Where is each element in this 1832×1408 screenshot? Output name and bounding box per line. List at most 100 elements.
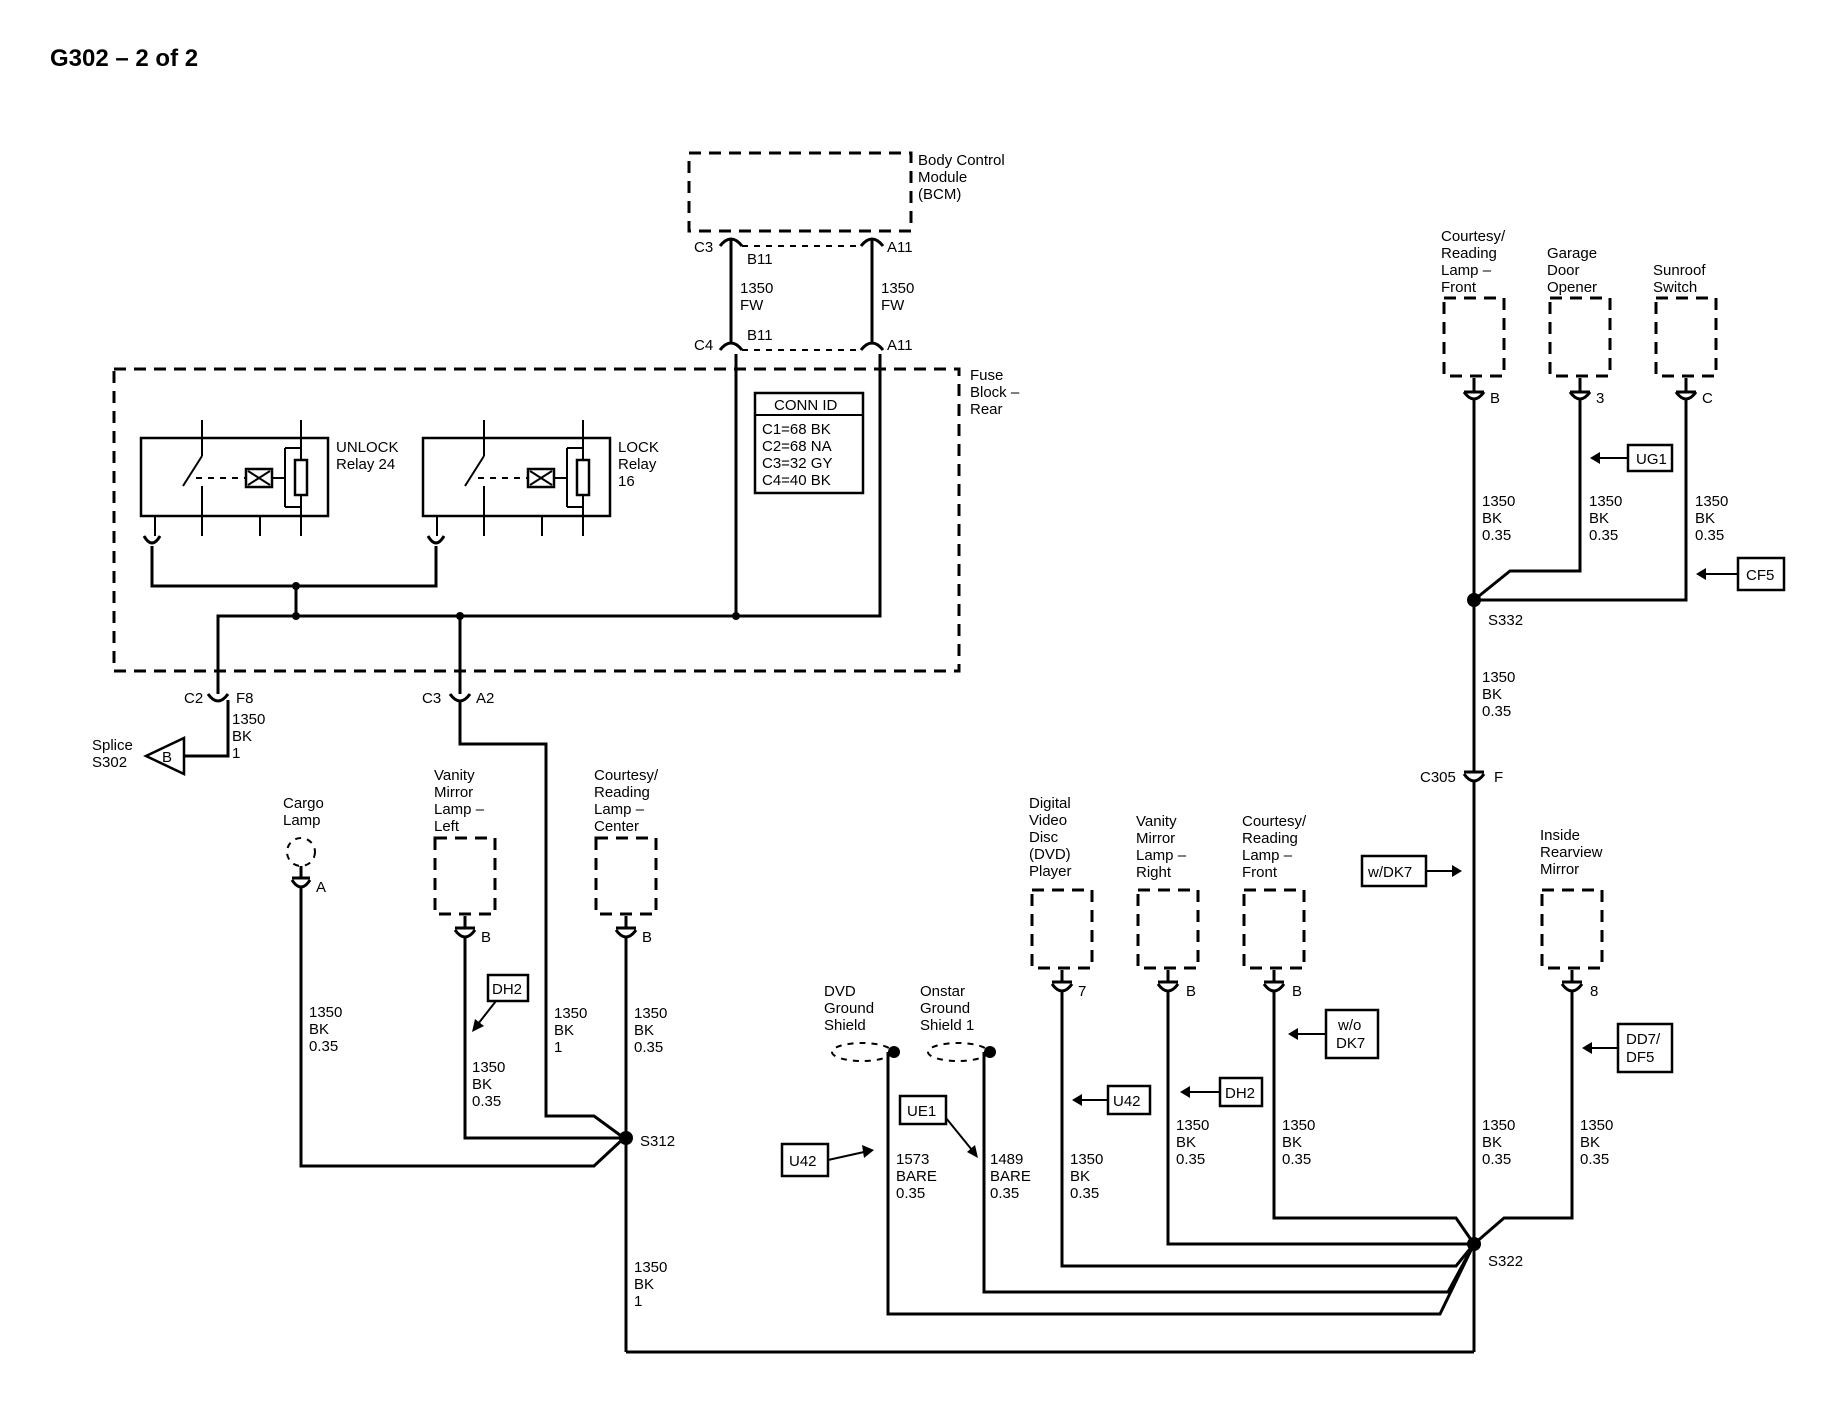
svg-text:Mirror: Mirror [434,784,473,801]
pin-label-8-mirror: 8 [1590,983,1598,1000]
connector-label-c2: C2 [184,690,203,707]
wire-label-sunroof: 1350 BK 0.35 [1695,493,1728,544]
tag-ug1-text: UG1 [1636,451,1667,468]
pin-label-a11: A11 [887,239,913,256]
conn-id-box [753,391,865,495]
pin-label-3-garage: 3 [1596,390,1604,407]
svg-text:1: 1 [232,745,240,762]
svg-text:Relay: Relay [618,456,657,473]
svg-text:1350: 1350 [554,1005,587,1022]
splice-label-s332: S332 [1488,612,1523,629]
svg-text:BK: BK [1482,686,1502,703]
junction-bus-b [732,612,740,620]
fuse-block-label: Fuse Block – Rear [970,367,1020,418]
dvd-player-box [1030,888,1094,970]
lock-relay-label: LOCK Relay 16 [618,439,659,490]
tag-dh2-left [486,973,530,1003]
inside-mirror-box [1540,888,1604,970]
svg-text:0.35: 0.35 [1070,1185,1099,1202]
wire-label-s332-c305: 1350 BK 0.35 [1482,669,1515,720]
svg-text:Cargo: Cargo [283,795,324,812]
courtesy-center-box [594,836,658,916]
pin-courtesy-center [614,929,638,939]
svg-text:Courtesy/: Courtesy/ [594,767,659,784]
wire-label-center: 1350 BK 0.35 [634,1005,667,1056]
svg-text:0.35: 0.35 [1282,1151,1311,1168]
dvd-shield-label: DVD Ground Shield [824,983,874,1034]
arrowhead-cf5 [1696,568,1706,580]
arrowhead-u42-mid [1072,1094,1082,1106]
pin-label-c-sunroof: C [1702,390,1713,407]
svg-text:Onstar: Onstar [920,983,965,1000]
svg-text:0.35: 0.35 [309,1038,338,1055]
svg-text:1350: 1350 [740,280,773,297]
dvd-shield-symbol [831,1042,893,1062]
arrow-ue1 [945,1117,973,1151]
tag-dh2-left-text: DH2 [492,981,522,998]
svg-text:FW: FW [881,297,905,314]
svg-text:BK: BK [634,1276,654,1293]
svg-text:BK: BK [1282,1134,1302,1151]
svg-text:DD7/: DD7/ [1626,1031,1661,1048]
arrowhead-dh2-right [1180,1086,1190,1098]
wire-label-vanity-right: 1350 BK 0.35 [1176,1117,1209,1168]
svg-text:Garage: Garage [1547,245,1597,262]
svg-text:Lamp –: Lamp – [1242,847,1293,864]
svg-text:Body Control: Body Control [918,152,1005,169]
svg-text:C1=68 BK: C1=68 BK [762,421,831,438]
svg-text:1350: 1350 [1176,1117,1209,1134]
connector-label-c3: C3 [694,239,713,256]
tag-wo-dk7-text: w/o DK7 [1336,1017,1365,1052]
vanity-right-box [1136,888,1200,970]
onstar-shield-terminal [984,1046,996,1058]
lock-relay [421,420,612,536]
connector-c2-f8 [206,693,230,703]
pin-courtesy-front-top [1462,378,1486,401]
connector-label-c4: C4 [694,337,713,354]
svg-text:BARE: BARE [896,1168,937,1185]
connector-c3-b11-top [718,237,744,247]
tag-cf5 [1736,556,1786,592]
svg-text:1: 1 [634,1293,642,1310]
vanity-right-label: Vanity Mirror Lamp – Right [1136,813,1187,881]
svg-text:Block –: Block – [970,384,1020,401]
svg-text:UNLOCK: UNLOCK [336,439,399,456]
svg-text:Right: Right [1136,864,1172,881]
tag-u42-left-text: U42 [789,1153,817,1170]
svg-text:Player: Player [1029,863,1072,880]
wire-label-bcm-a11: 1350 FW [881,280,914,314]
tag-wdk7-text: w/DK7 [1367,864,1412,881]
svg-text:Lamp –: Lamp – [594,801,645,818]
onstar-shield-label: Onstar Ground Shield 1 [920,983,974,1034]
svg-text:Lamp –: Lamp – [1441,262,1492,279]
svg-text:C3=32 GY: C3=32 GY [762,455,832,472]
svg-text:LOCK: LOCK [618,439,659,456]
wire-a2-to-s312 [458,700,625,1140]
tag-wo-dk7 [1324,1008,1380,1060]
pin-label-7-dvd: 7 [1078,983,1086,1000]
junction-bus-c [456,612,464,620]
svg-text:1350: 1350 [1580,1117,1613,1134]
svg-text:Front: Front [1242,864,1278,881]
pin-label-a11-c4: A11 [887,337,913,354]
wire-label-f8: 1350 BK 1 [232,711,265,762]
tag-ue1 [898,1094,948,1126]
svg-text:Module: Module [918,169,967,186]
svg-text:BK: BK [232,728,252,745]
pin-vanity-right [1156,983,1180,993]
splice-label-s312: S312 [640,1133,675,1150]
tag-dd7-df5-text: DD7/ DF5 [1626,1031,1661,1066]
svg-text:Disc: Disc [1029,829,1059,846]
svg-text:1350: 1350 [1482,493,1515,510]
svg-text:Mirror: Mirror [1136,830,1175,847]
lock-relay-terminal [426,535,446,545]
wire-label-a2: 1350 BK 1 [554,1005,587,1056]
svg-text:0.35: 0.35 [634,1039,663,1056]
svg-text:BARE: BARE [990,1168,1031,1185]
svg-text:Vanity: Vanity [434,767,475,784]
dvd-shield-terminal [888,1046,900,1058]
svg-text:w/o: w/o [1337,1017,1361,1034]
svg-text:Rearview: Rearview [1540,844,1603,861]
svg-text:0.35: 0.35 [472,1093,501,1110]
